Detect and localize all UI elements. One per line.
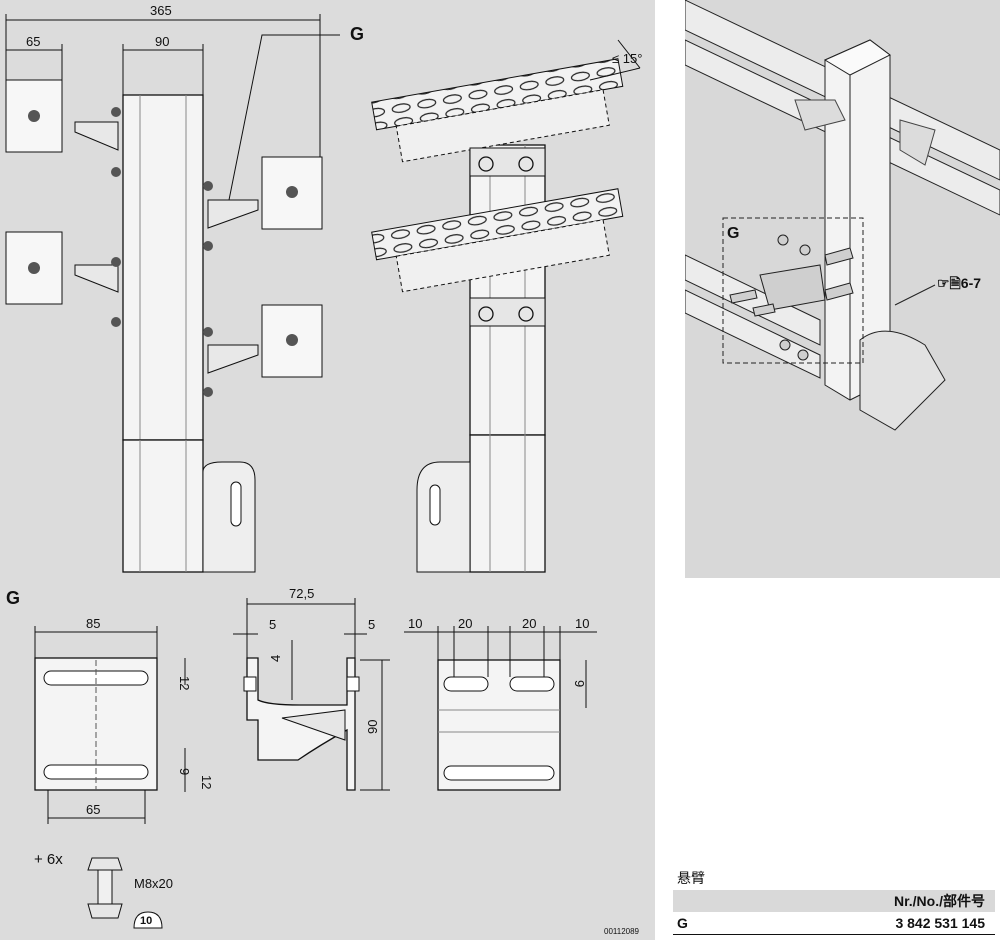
iso-reference: ☞🗎6-7 — [937, 275, 981, 291]
dim-side-length: 72,5 — [289, 586, 314, 601]
dim-tilt-angle: ≤ 15° — [612, 51, 642, 66]
dim-rear-right-margin: 10 — [575, 616, 589, 631]
bolt-label: M8x20 — [134, 876, 173, 891]
part-id: G — [677, 915, 688, 931]
detail-front-view — [34, 626, 186, 824]
detail-rear-view — [404, 626, 597, 791]
dim-front-slot-bottom: 12 — [199, 775, 214, 789]
part-number: 3 842 531 145 — [895, 915, 985, 931]
top-dimensions — [5, 14, 340, 206]
callout-g: G — [350, 24, 364, 44]
dim-front-slot-top: 12 — [177, 676, 192, 690]
dim-post-width: 90 — [155, 34, 169, 49]
dim-rear-right-slot: 20 — [522, 616, 536, 631]
detail-side-view — [233, 598, 390, 791]
socket-size: 10 — [140, 915, 152, 927]
dim-side-right-offset: 5 — [368, 617, 375, 632]
dim-rear-left-margin: 10 — [408, 616, 422, 631]
bolt-icon — [87, 857, 123, 919]
isometric-view: G ☞🗎6-7 — [684, 0, 1000, 431]
parts-table-title: 悬臂 — [677, 870, 705, 886]
dim-total-width: 365 — [150, 3, 172, 18]
dim-bracket-offset: 65 — [26, 34, 40, 49]
drawing-number: 00112089 — [604, 927, 640, 936]
parts-table: 悬臂 Nr./No./部件号 G 3 842 531 145 — [673, 866, 995, 935]
technical-drawing: 365 65 90 G — [5, 3, 642, 936]
hardware-quantity: + 6x — [34, 851, 63, 868]
socket-icon: 10 — [133, 911, 163, 929]
isometric-view-panel: G ☞🗎6-7 — [684, 0, 1000, 578]
dim-side-left-offset: 5 — [269, 617, 276, 632]
dim-front-slot-gap: 9 — [177, 768, 192, 775]
table-row: G 3 842 531 145 — [673, 912, 995, 935]
dim-side-slot-height: 4 — [268, 655, 283, 662]
dim-rear-left-slot: 20 — [458, 616, 472, 631]
detail-g-heading: G — [6, 588, 20, 608]
parts-table-header: Nr./No./部件号 — [673, 890, 995, 912]
dim-front-bottom-width: 65 — [86, 802, 100, 817]
post-side-view — [371, 39, 641, 573]
dim-rear-slot-height: 9 — [572, 680, 587, 687]
technical-drawing-panel: 365 65 90 G — [0, 0, 655, 940]
post-front-view — [5, 79, 323, 573]
dim-side-height: 90 — [365, 720, 380, 734]
dim-front-width: 85 — [86, 616, 100, 631]
iso-callout-g: G — [727, 225, 739, 242]
